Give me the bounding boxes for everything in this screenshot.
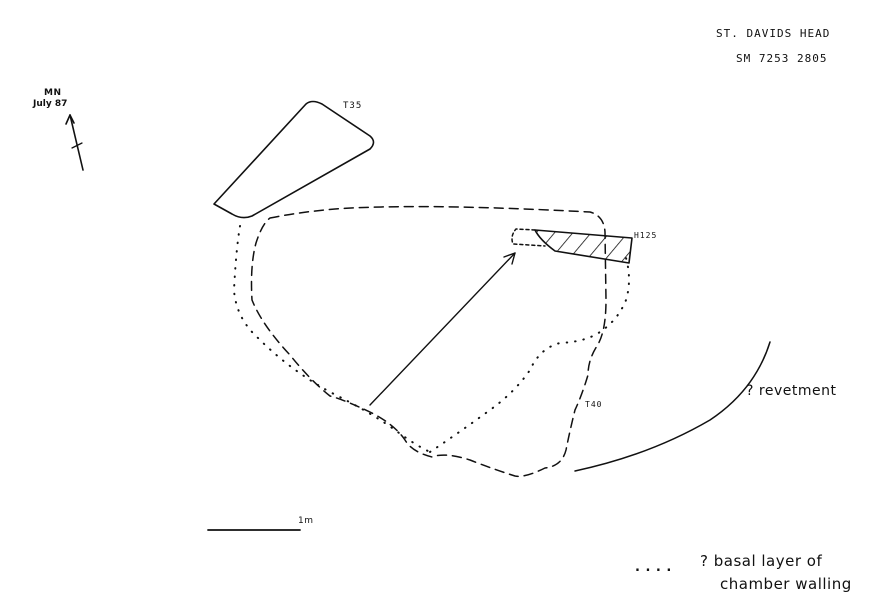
stone-t35-outline [213,100,375,219]
grid-reference: SM 7253 2805 [736,52,828,65]
basal-layer-dotted-inner [429,257,630,453]
legend-dots-symbol: . . . . [635,560,672,575]
stone-h125-label: H125 [634,231,658,240]
survey-date: July 87 [33,99,68,109]
revetment-line [574,341,771,472]
legend-text-line1: ? basal layer of [700,552,823,570]
scale-bar-label: 1m [298,516,314,526]
legend-text-line2: chamber walling [720,575,852,593]
basal-layer-dotted-outer [233,225,431,453]
stone-t40-label: T40 [585,400,603,409]
stone-h125-dotted-extension [511,228,546,247]
direction-arrow-icon [369,252,516,406]
north-arrow-label: MN [44,88,62,98]
revetment-label: ? revetment [746,383,837,399]
site-name: ST. DAVIDS HEAD [716,27,831,40]
chamber-outline-dashed [250,205,607,478]
stone-t35-label: T35 [343,101,363,111]
stone-h125-hatched [534,229,633,264]
north-arrow-icon [65,114,84,171]
